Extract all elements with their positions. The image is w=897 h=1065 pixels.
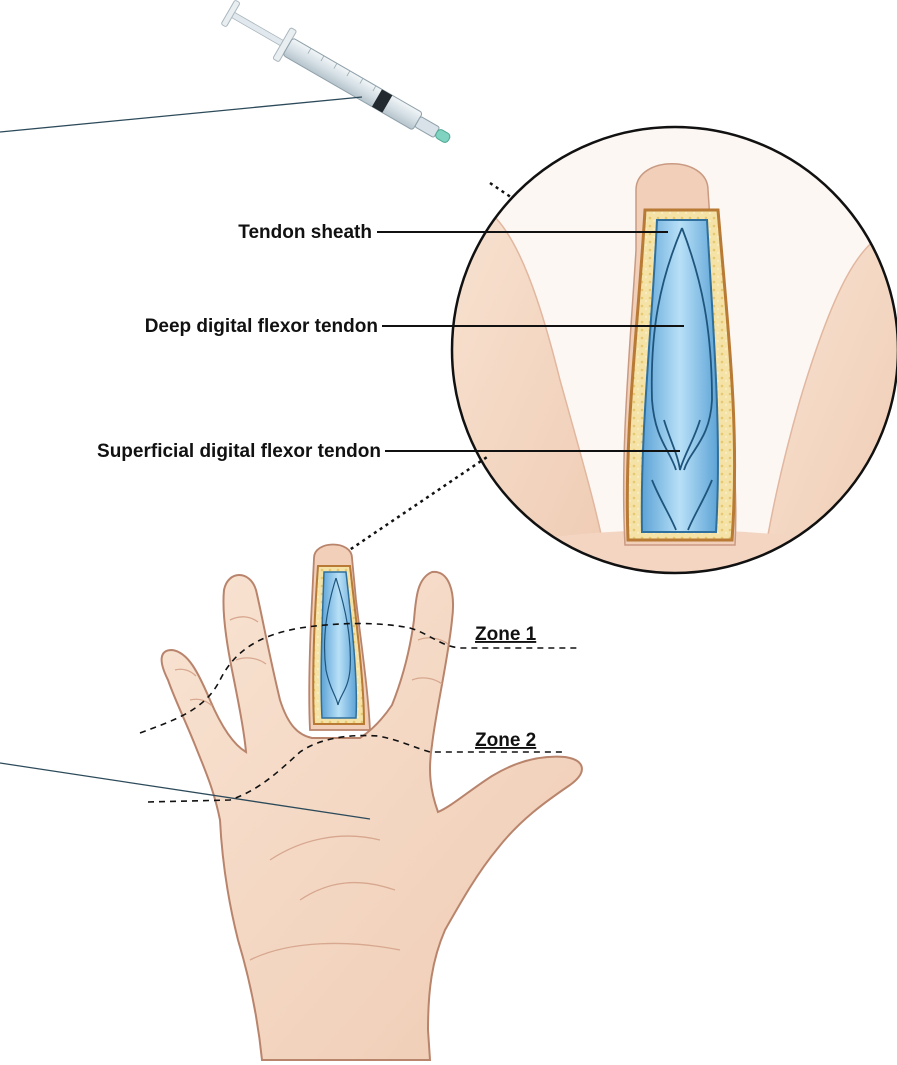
inset-connector-dotted: [345, 455, 490, 553]
syringe-icon: [219, 0, 458, 155]
hand-illustration: Zone 1 Zone 2: [0, 545, 582, 1061]
label-superficial-flexor: Superficial digital flexor tendon: [97, 441, 381, 462]
syringe-pointer-line: [0, 97, 362, 132]
label-zone-2: Zone 2: [475, 730, 536, 751]
label-zone-1: Zone 1: [475, 624, 537, 645]
hand-outline: [162, 572, 582, 1060]
label-tendon-sheath: Tendon sheath: [238, 222, 372, 243]
label-deep-flexor: Deep digital flexor tendon: [145, 316, 378, 337]
